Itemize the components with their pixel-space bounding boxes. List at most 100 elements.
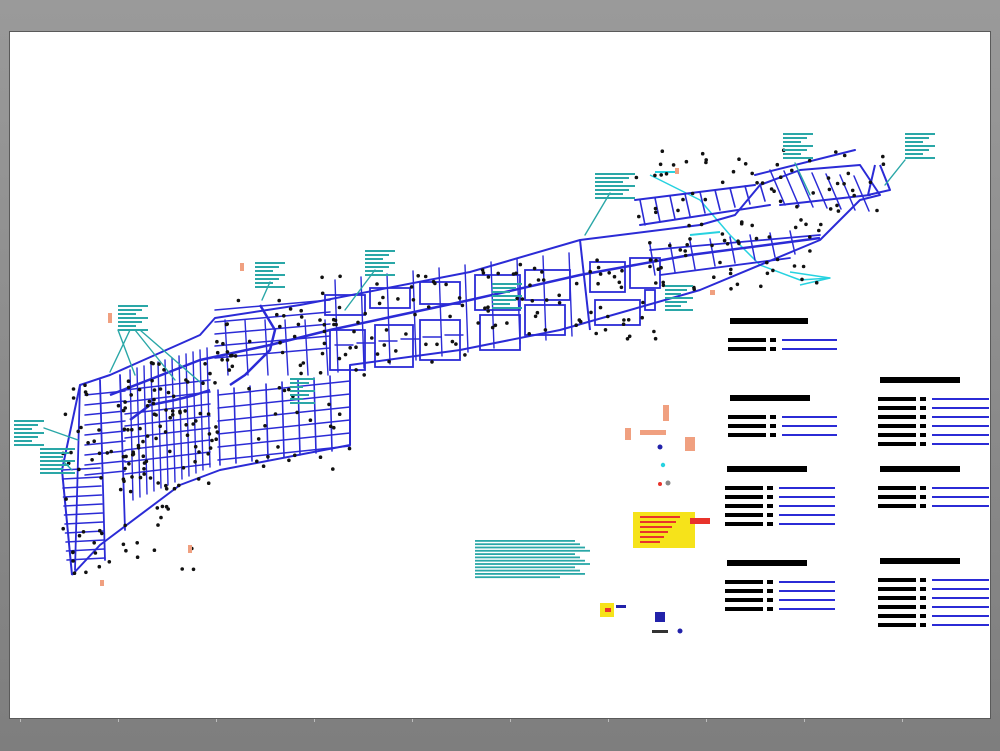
table-row-label	[728, 433, 766, 437]
pipe-node	[263, 424, 267, 428]
pipe-node	[181, 466, 186, 470]
pipe-node	[384, 328, 389, 332]
table-row-value	[779, 590, 835, 592]
pipe-node	[685, 243, 689, 247]
callout-text-line	[365, 274, 395, 276]
table-header	[727, 560, 807, 566]
table-row-mark	[920, 397, 926, 401]
table-row-mark	[767, 486, 773, 490]
pipe-node	[121, 454, 126, 459]
callout-text-line	[365, 258, 383, 260]
pipe-node	[596, 265, 601, 270]
callout-text-line	[14, 432, 44, 434]
table-row-value	[782, 339, 837, 341]
table-row-value	[782, 348, 837, 350]
callout-text-line	[595, 197, 635, 199]
pipe-node	[141, 439, 145, 444]
pipe-node	[277, 386, 282, 390]
pipe-node	[737, 157, 741, 161]
pipe-node	[220, 358, 224, 362]
table-row-mark	[767, 580, 773, 584]
trunk-main	[109, 236, 821, 397]
pipe-node	[171, 413, 175, 417]
pipe-node	[528, 283, 532, 288]
pipe-node	[808, 235, 812, 239]
pipe-node	[331, 317, 336, 322]
pipe-node	[621, 322, 626, 327]
pipe-node	[683, 249, 687, 253]
pipe-node	[725, 242, 730, 246]
ruler-tick	[216, 719, 217, 722]
marker-rect	[240, 263, 244, 271]
street-segment	[84, 430, 126, 436]
pipe-node	[463, 353, 467, 357]
callout-text-line	[14, 436, 38, 438]
pipe-node	[71, 396, 76, 400]
callout-text-line	[290, 378, 315, 380]
pipe-node	[141, 454, 146, 459]
table-row-label	[878, 596, 916, 600]
callout-text-line	[783, 157, 813, 159]
pipe-node	[337, 412, 342, 417]
pipe-node	[362, 373, 367, 377]
street-segment	[119, 374, 126, 531]
pipe-node	[607, 271, 611, 275]
pipe-node	[731, 169, 736, 174]
pipe-node	[224, 322, 229, 327]
table-row-label	[878, 578, 916, 582]
callout-text-line	[905, 149, 929, 151]
pipe-node	[735, 282, 740, 287]
pipe-node	[354, 368, 358, 372]
pipe-node	[790, 168, 794, 173]
street-segment	[61, 467, 101, 471]
pipe-node	[331, 467, 335, 471]
pipe-node	[652, 329, 656, 334]
pipe-node	[480, 268, 485, 272]
branch-main	[579, 239, 591, 331]
notes-text-line	[475, 569, 580, 572]
pipe-node	[128, 489, 133, 494]
pipe-node	[620, 268, 624, 273]
drawing-sheet	[10, 32, 990, 718]
pipe-node	[215, 350, 220, 355]
pipe-node	[164, 483, 168, 488]
pipe-node	[496, 271, 501, 276]
pipe-node	[835, 181, 840, 186]
callout-text-line	[665, 289, 687, 291]
pipe-node	[86, 441, 90, 445]
pipe-node	[687, 223, 691, 228]
table-row-value	[779, 514, 835, 516]
location-markers	[100, 168, 715, 586]
street-segment	[199, 349, 204, 471]
street-segment	[150, 363, 155, 492]
table-row-mark	[770, 424, 776, 428]
ruler-tick	[706, 719, 707, 722]
city-block	[329, 329, 366, 371]
pipe-node	[413, 312, 417, 317]
callout-leader	[43, 427, 79, 441]
pipe-node	[118, 487, 123, 492]
pipe-node	[690, 191, 695, 196]
pipe-node	[598, 305, 603, 310]
city-block	[419, 319, 461, 361]
pipe-node	[170, 409, 175, 413]
city-block	[369, 287, 411, 309]
table-header	[730, 395, 810, 401]
pipe-node	[532, 266, 537, 271]
table-row-value	[779, 599, 835, 601]
pipe-node	[208, 446, 213, 450]
pipe-node	[130, 475, 134, 479]
pipe-node	[121, 477, 126, 482]
table-header	[880, 377, 960, 383]
pipe-node	[100, 531, 104, 536]
table-row-label	[878, 424, 916, 428]
street-segment	[304, 319, 309, 376]
pipe-node	[71, 550, 75, 555]
callout-text-line	[255, 278, 279, 280]
table-row-mark	[920, 623, 926, 627]
pipe-node	[348, 346, 353, 350]
pipe-node	[765, 271, 770, 276]
ruler-tick	[608, 719, 609, 722]
pipe-node	[191, 567, 196, 572]
